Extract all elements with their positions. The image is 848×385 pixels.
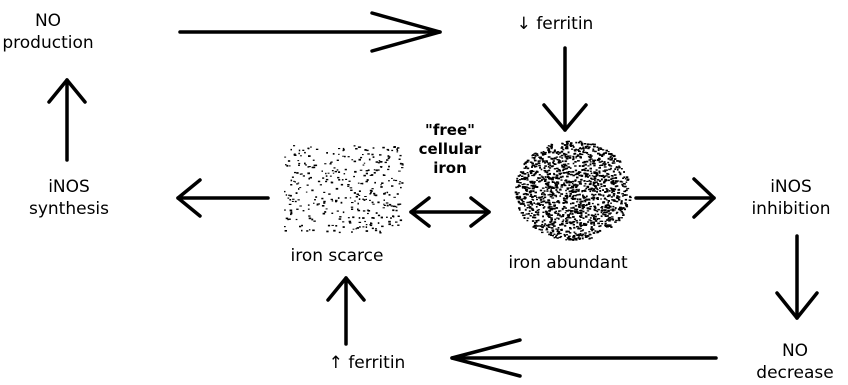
inos-synthesis-line2: synthesis	[10, 198, 128, 220]
iron-scarce-dot-cluster	[284, 145, 404, 233]
node-no-production: NO production	[0, 10, 96, 54]
node-ferritin-down: ↓ ferritin	[500, 13, 610, 35]
node-iron-scarce: iron scarce	[270, 245, 404, 267]
free-iron-line2: cellular	[402, 140, 498, 159]
edge-no-decrease-to-ferritin-up	[452, 340, 716, 376]
node-no-decrease: NO decrease	[742, 340, 848, 384]
edge-no-production-to-ferritin-down	[180, 13, 440, 51]
free-iron-line3: iron	[402, 159, 498, 178]
edge-inos-synthesis-to-no-production	[49, 80, 85, 160]
ferritin-down-label: ferritin	[536, 14, 593, 34]
no-decrease-line2: decrease	[742, 362, 848, 384]
up-arrow-icon: ↑	[329, 353, 343, 373]
inos-inhibition-line2: inhibition	[734, 198, 848, 220]
node-free-cellular-iron: "free" cellular iron	[402, 121, 498, 178]
free-iron-line1: "free"	[402, 121, 498, 140]
node-inos-inhibition: iNOS inhibition	[734, 176, 848, 220]
inos-synthesis-line1: iNOS	[10, 176, 128, 198]
edge-ferritin-up-to-iron-scarce	[328, 278, 364, 344]
node-iron-abundant: iron abundant	[490, 252, 646, 274]
no-decrease-line1: NO	[742, 340, 848, 362]
ferritin-up-label: ferritin	[348, 353, 405, 373]
node-inos-synthesis: iNOS synthesis	[10, 176, 128, 220]
iron-abundant-label: iron abundant	[490, 252, 646, 274]
edge-ferritin-down-to-iron-abundant	[544, 48, 586, 130]
edge-iron-abundant-to-inos-inhibition	[636, 179, 714, 217]
no-production-line2: production	[0, 32, 96, 54]
edge-inos-inhibition-to-no-decrease	[777, 236, 817, 318]
edge-iron-scarce-to-inos-synthesis	[178, 180, 268, 216]
iron-scarce-label: iron scarce	[270, 245, 404, 267]
edge-iron-scarce-iron-abundant-bidirectional	[411, 198, 489, 226]
inos-inhibition-line1: iNOS	[734, 176, 848, 198]
node-ferritin-up: ↑ ferritin	[302, 352, 432, 374]
no-production-line1: NO	[0, 10, 96, 32]
down-arrow-icon: ↓	[517, 14, 531, 34]
iron-abundant-dot-cluster	[515, 141, 632, 241]
